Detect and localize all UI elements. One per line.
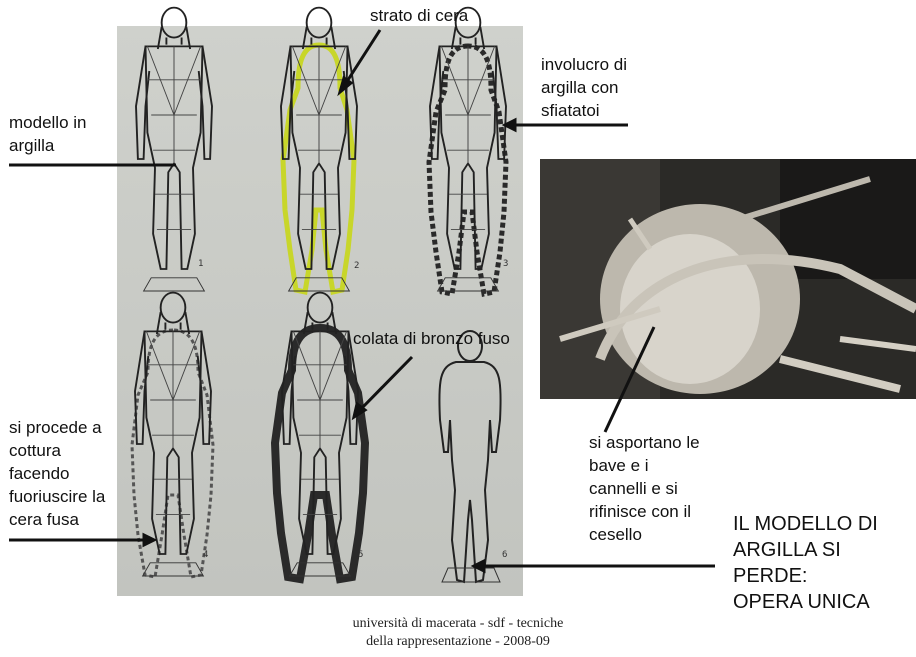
label-perde-line3: OPERA UNICA (733, 589, 916, 615)
figure-1-clay-model (136, 8, 212, 291)
pointer-asportano (605, 327, 654, 432)
label-involucro-line3: sfiatatoi (541, 99, 627, 122)
label-asportano: si asportano le bave e i cannelli e si r… (589, 431, 700, 546)
label-modello-line1: modello in (9, 111, 87, 134)
figure-number-4: 4 (203, 550, 208, 560)
figure-numbers: 1 2 3 4 5 6 (198, 259, 508, 560)
figure-number-1: 1 (198, 259, 203, 269)
label-modello: modello in argilla (9, 111, 87, 157)
pointer-strato (346, 30, 380, 83)
label-asportano-line3: cannelli e si (589, 477, 700, 500)
pointer-colata (360, 357, 412, 410)
label-perde-line2: ARGILLA SI PERDE: (733, 537, 916, 589)
arrowhead-cottura (144, 535, 154, 545)
figure-number-5: 5 (358, 550, 363, 560)
figure-number-2: 2 (354, 261, 359, 271)
figure-6-finished-statue (439, 331, 500, 582)
label-involucro: involucro di argilla con sfiatatoi (541, 53, 627, 122)
label-cottura-line2: cottura (9, 439, 105, 462)
figure-2-wax-layer (281, 8, 357, 292)
label-strato-di-cera: strato di cera (370, 4, 468, 27)
arrowhead-involucro (505, 120, 515, 130)
label-cottura-line4: fuoriuscire la (9, 485, 105, 508)
figure-number-3: 3 (503, 259, 508, 269)
label-asportano-line4: rifinisce con il (589, 500, 700, 523)
label-involucro-line2: argilla con (541, 76, 627, 99)
footer-line1: università di macerata - sdf - tecniche (0, 615, 916, 633)
label-modello-line2: argilla (9, 134, 87, 157)
label-asportano-line1: si asportano le (589, 431, 700, 454)
footer-line2: della rappresentazione - 2008-09 (0, 633, 916, 651)
footer: università di macerata - sdf - tecniche … (0, 615, 916, 651)
label-perde-line1: IL MODELLO DI (733, 511, 916, 537)
figure-number-6: 6 (502, 550, 507, 560)
label-cottura-line5: cera fusa (9, 508, 105, 531)
label-modello-si-perde: IL MODELLO DI ARGILLA SI PERDE: OPERA UN… (733, 511, 916, 615)
label-cottura-line3: facendo (9, 462, 105, 485)
label-involucro-line1: involucro di (541, 53, 627, 76)
label-colata: colata di bronzo fuso (353, 327, 510, 350)
label-asportano-line5: cesello (589, 523, 700, 546)
label-cottura: si procede a cottura facendo fuoriuscire… (9, 416, 105, 531)
figure-3-clay-casing (429, 8, 506, 294)
figure-5-bronze-pour (275, 293, 365, 579)
label-asportano-line2: bave e i (589, 454, 700, 477)
label-cottura-line1: si procede a (9, 416, 105, 439)
